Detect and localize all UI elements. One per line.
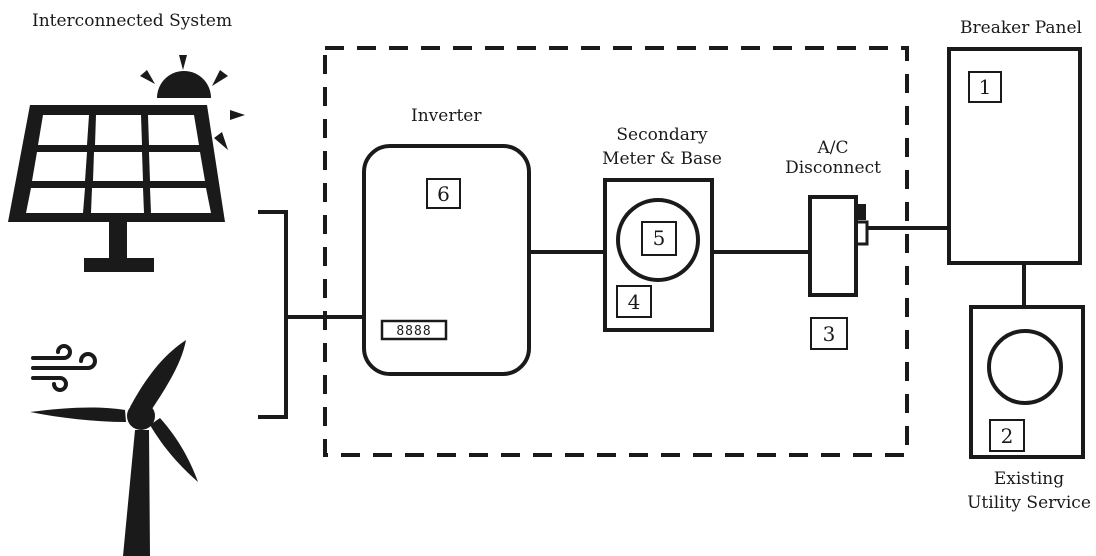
meter-label-line1: Secondary xyxy=(616,125,708,145)
solar-panel-icon xyxy=(8,105,225,272)
disconnect-number: 3 xyxy=(823,322,836,346)
wind-turbine-icon xyxy=(30,340,198,556)
inverter-number: 6 xyxy=(437,182,450,206)
breaker-panel-number: 1 xyxy=(979,75,992,99)
diagram-title: Interconnected System xyxy=(32,11,232,31)
utility-label-line2: Utility Service xyxy=(967,493,1091,513)
inverter-display-digits: 8888 xyxy=(396,324,431,339)
inverter-label: Inverter xyxy=(411,106,482,126)
meter-base-number: 4 xyxy=(628,290,641,314)
disconnect-label-line2: Disconnect xyxy=(785,158,881,178)
inverter: Inverter 6 8888 xyxy=(362,106,531,376)
utility-number: 2 xyxy=(1001,424,1014,448)
source-bracket xyxy=(258,210,364,419)
ac-disconnect: A/C Disconnect 3 xyxy=(785,138,881,350)
sun-icon xyxy=(140,55,245,150)
breaker-panel-label: Breaker Panel xyxy=(960,18,1082,38)
breaker-panel: Breaker Panel 1 xyxy=(947,18,1082,265)
wind-lines-icon xyxy=(31,344,97,392)
secondary-meter: Secondary Meter & Base 5 4 xyxy=(602,125,722,332)
meter-inner-number: 5 xyxy=(653,226,666,250)
meter-label-line2: Meter & Base xyxy=(602,149,722,169)
dashed-enclosure xyxy=(323,46,909,457)
utility-label-line1: Existing xyxy=(994,469,1064,489)
inverter-display xyxy=(380,319,448,341)
utility-service: 2 Existing Utility Service xyxy=(967,305,1091,513)
disconnect-label-line1: A/C xyxy=(816,138,848,158)
